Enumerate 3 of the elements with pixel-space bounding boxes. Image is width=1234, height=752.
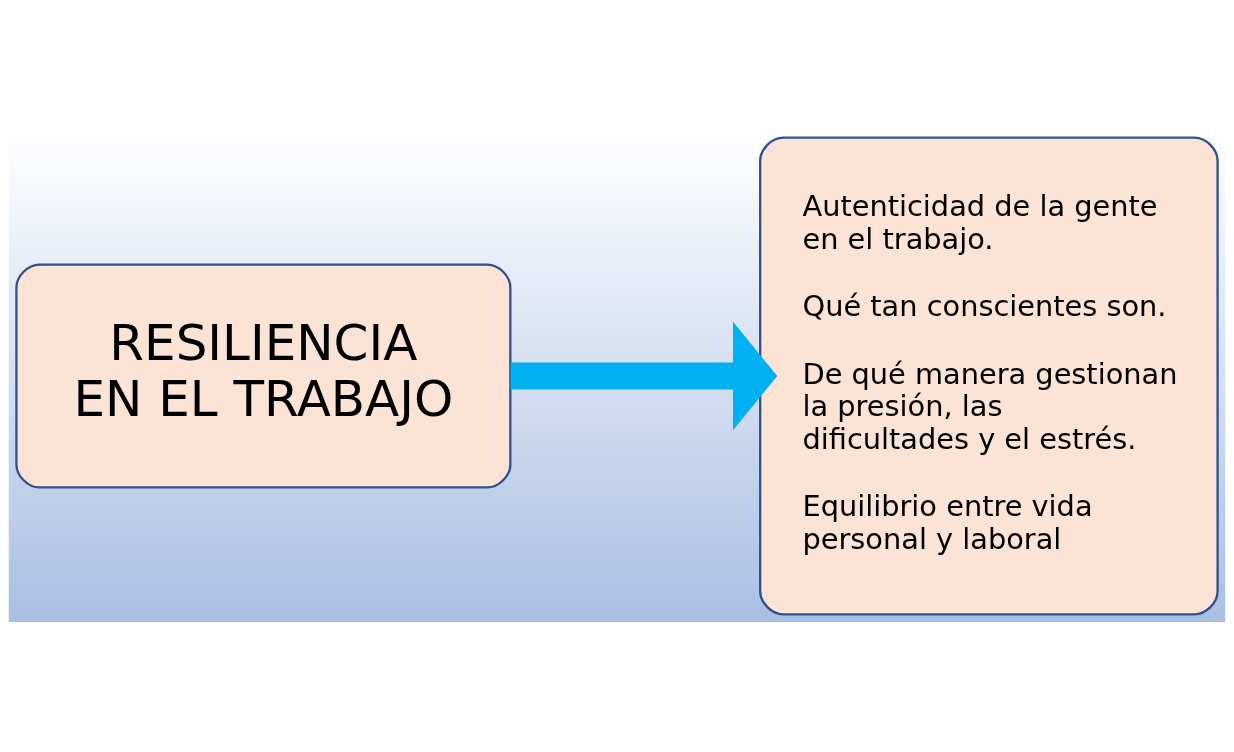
node-box: RESILIENCIA EN EL TRABAJO	[15, 263, 512, 489]
arrow	[510, 321, 778, 431]
node-box: Autenticidad de la gente en el trabajo. Qué tan conscientes son. De qué manera gestionan la presión, las dificultades y el estrés. Equilibrio entre vida personal y laboral	[759, 136, 1219, 616]
